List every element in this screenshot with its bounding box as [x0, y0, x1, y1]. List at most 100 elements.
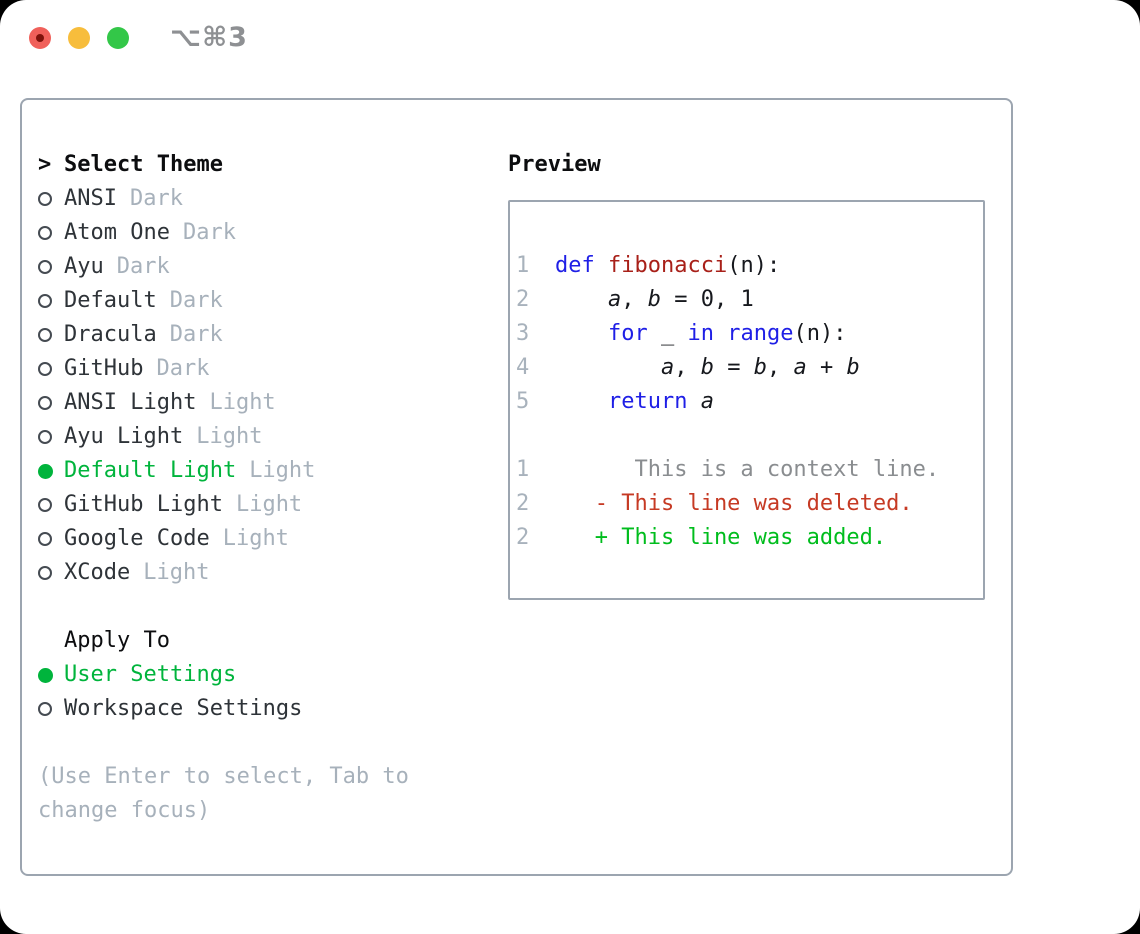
titlebar[interactable]: ⌥⌘3: [0, 0, 1140, 97]
code-line: 2 a, b = 0, 1: [516, 283, 983, 317]
select-theme-header-row: > Select Theme: [38, 148, 498, 182]
apply-to-option[interactable]: User Settings: [38, 658, 498, 692]
option-label: User Settings: [64, 662, 237, 687]
line-number: 5: [516, 389, 530, 414]
variant-tag: Dark: [169, 322, 223, 347]
zoom-button[interactable]: [107, 27, 129, 49]
diff-line: 1 This is a context line.: [516, 453, 983, 487]
radio-icon: [38, 532, 64, 546]
keyboard-hint: (Use Enter to select, Tab to change focu…: [38, 764, 409, 823]
diff-line: 2 - This line was deleted.: [516, 487, 983, 521]
blank-line: [516, 555, 983, 589]
code-line: 4 a, b = b, a + b: [516, 351, 983, 385]
code-line: 3 for _ in range(n):: [516, 317, 983, 351]
code-line: 1 def fibonacci(n):: [516, 249, 983, 283]
line-number: 1: [516, 457, 530, 482]
blank-line: [516, 215, 983, 249]
apply-to-header: Apply To: [64, 628, 170, 653]
close-button[interactable]: [29, 27, 51, 49]
code-content: for _ in range(n):: [607, 321, 847, 346]
blank-line: [516, 419, 983, 453]
radio-selected-icon: [38, 667, 64, 683]
radio-selected-icon: [38, 463, 64, 479]
variant-tag: Dark: [169, 288, 223, 313]
option-label: Workspace Settings: [64, 696, 303, 721]
radio-icon: [38, 396, 64, 410]
line-number: 1: [516, 253, 530, 278]
variant-tag: Light: [209, 390, 276, 415]
apply-to-header-row: Apply To: [38, 624, 498, 658]
code-content: a, b = 0, 1: [607, 287, 754, 312]
radio-icon: [38, 328, 64, 342]
apply-to-option[interactable]: Workspace Settings: [38, 692, 498, 726]
diff-content: + This line was added.: [555, 525, 887, 550]
diff-line: 2 + This line was added.: [516, 521, 983, 555]
diff-content: - This line was deleted.: [555, 491, 913, 516]
variant-tag: Dark: [116, 254, 170, 279]
radio-icon: [38, 260, 64, 274]
radio-icon: [38, 702, 64, 716]
code-line: 5 return a: [516, 385, 983, 419]
select-theme-header: Select Theme: [64, 152, 223, 177]
radio-icon: [38, 430, 64, 444]
code-content: def fibonacci(n):: [555, 253, 781, 278]
variant-tag: Light: [222, 526, 289, 551]
variant-tag: Dark: [182, 220, 236, 245]
variant-tag: Light: [235, 492, 303, 517]
line-number: 2: [516, 525, 530, 550]
radio-icon: [38, 294, 64, 308]
radio-icon: [38, 362, 64, 376]
minimize-button[interactable]: [68, 27, 90, 49]
variant-tag: Light: [143, 560, 210, 585]
code-content: a, b = b, a + b: [660, 355, 860, 380]
variant-tag: Dark: [156, 356, 210, 381]
code-content: return a: [607, 389, 714, 414]
variant-tag: Light: [249, 458, 316, 483]
variant-tag: Dark: [129, 186, 183, 211]
variant-tag: Light: [196, 424, 263, 449]
preview-header: Preview: [508, 152, 601, 177]
radio-icon: [38, 498, 64, 512]
focus-caret-icon: >: [38, 152, 52, 177]
line-number: 2: [516, 287, 530, 312]
window-title-shortcut: ⌥⌘3: [170, 22, 248, 53]
diff-content: This is a context line.: [555, 457, 940, 482]
line-number: 2: [516, 491, 530, 516]
radio-icon: [38, 226, 64, 240]
line-number: 3: [516, 321, 530, 346]
line-number: 4: [516, 355, 530, 380]
radio-icon: [38, 566, 64, 580]
